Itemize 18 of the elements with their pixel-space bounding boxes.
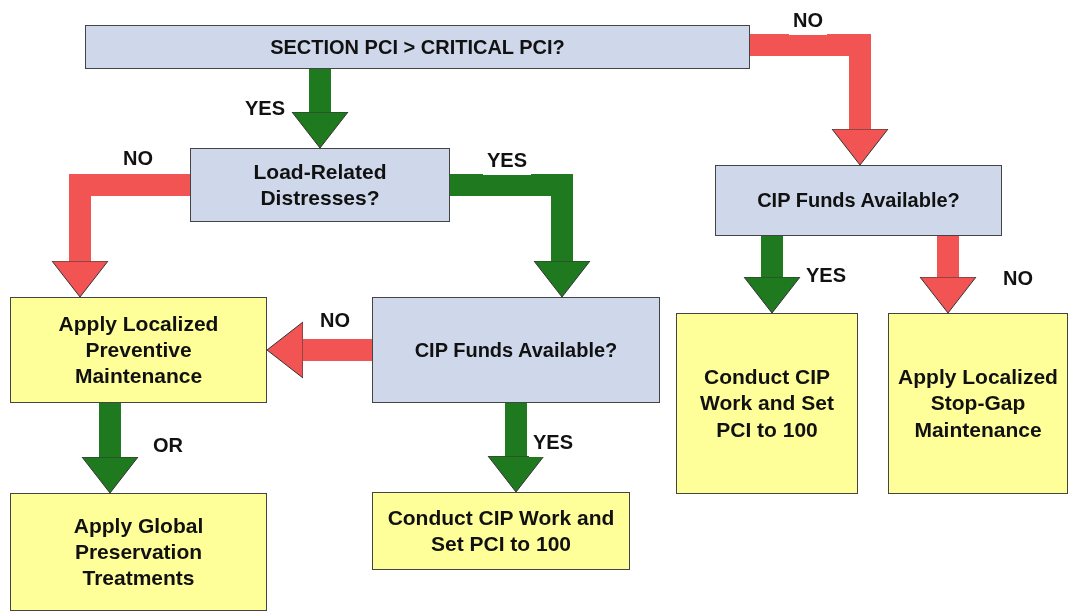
decision-box: CIP Funds Available? bbox=[372, 297, 660, 403]
action-box: Apply Localized Stop-Gap Maintenance bbox=[888, 313, 1068, 494]
block-arrow bbox=[51, 174, 190, 298]
action-box: Apply Localized Preventive Maintenance bbox=[10, 297, 267, 403]
block-arrow bbox=[487, 403, 545, 493]
action-box: Conduct CIP Work and Set PCI to 100 bbox=[676, 313, 858, 494]
block-arrow bbox=[291, 69, 349, 149]
block-arrow bbox=[750, 34, 889, 166]
block-arrow bbox=[266, 321, 372, 379]
block-arrow bbox=[919, 236, 977, 314]
block-arrow bbox=[81, 403, 139, 494]
block-arrow bbox=[743, 236, 801, 314]
decision-box: Load-Related Distresses? bbox=[190, 148, 450, 222]
action-box: Conduct CIP Work and Set PCI to 100 bbox=[372, 492, 630, 570]
decision-box: SECTION PCI > CRITICAL PCI? bbox=[85, 25, 750, 69]
decision-box: CIP Funds Available? bbox=[715, 165, 1002, 236]
action-box: Apply Global Preservation Treatments bbox=[10, 493, 267, 611]
block-arrow bbox=[450, 174, 591, 298]
